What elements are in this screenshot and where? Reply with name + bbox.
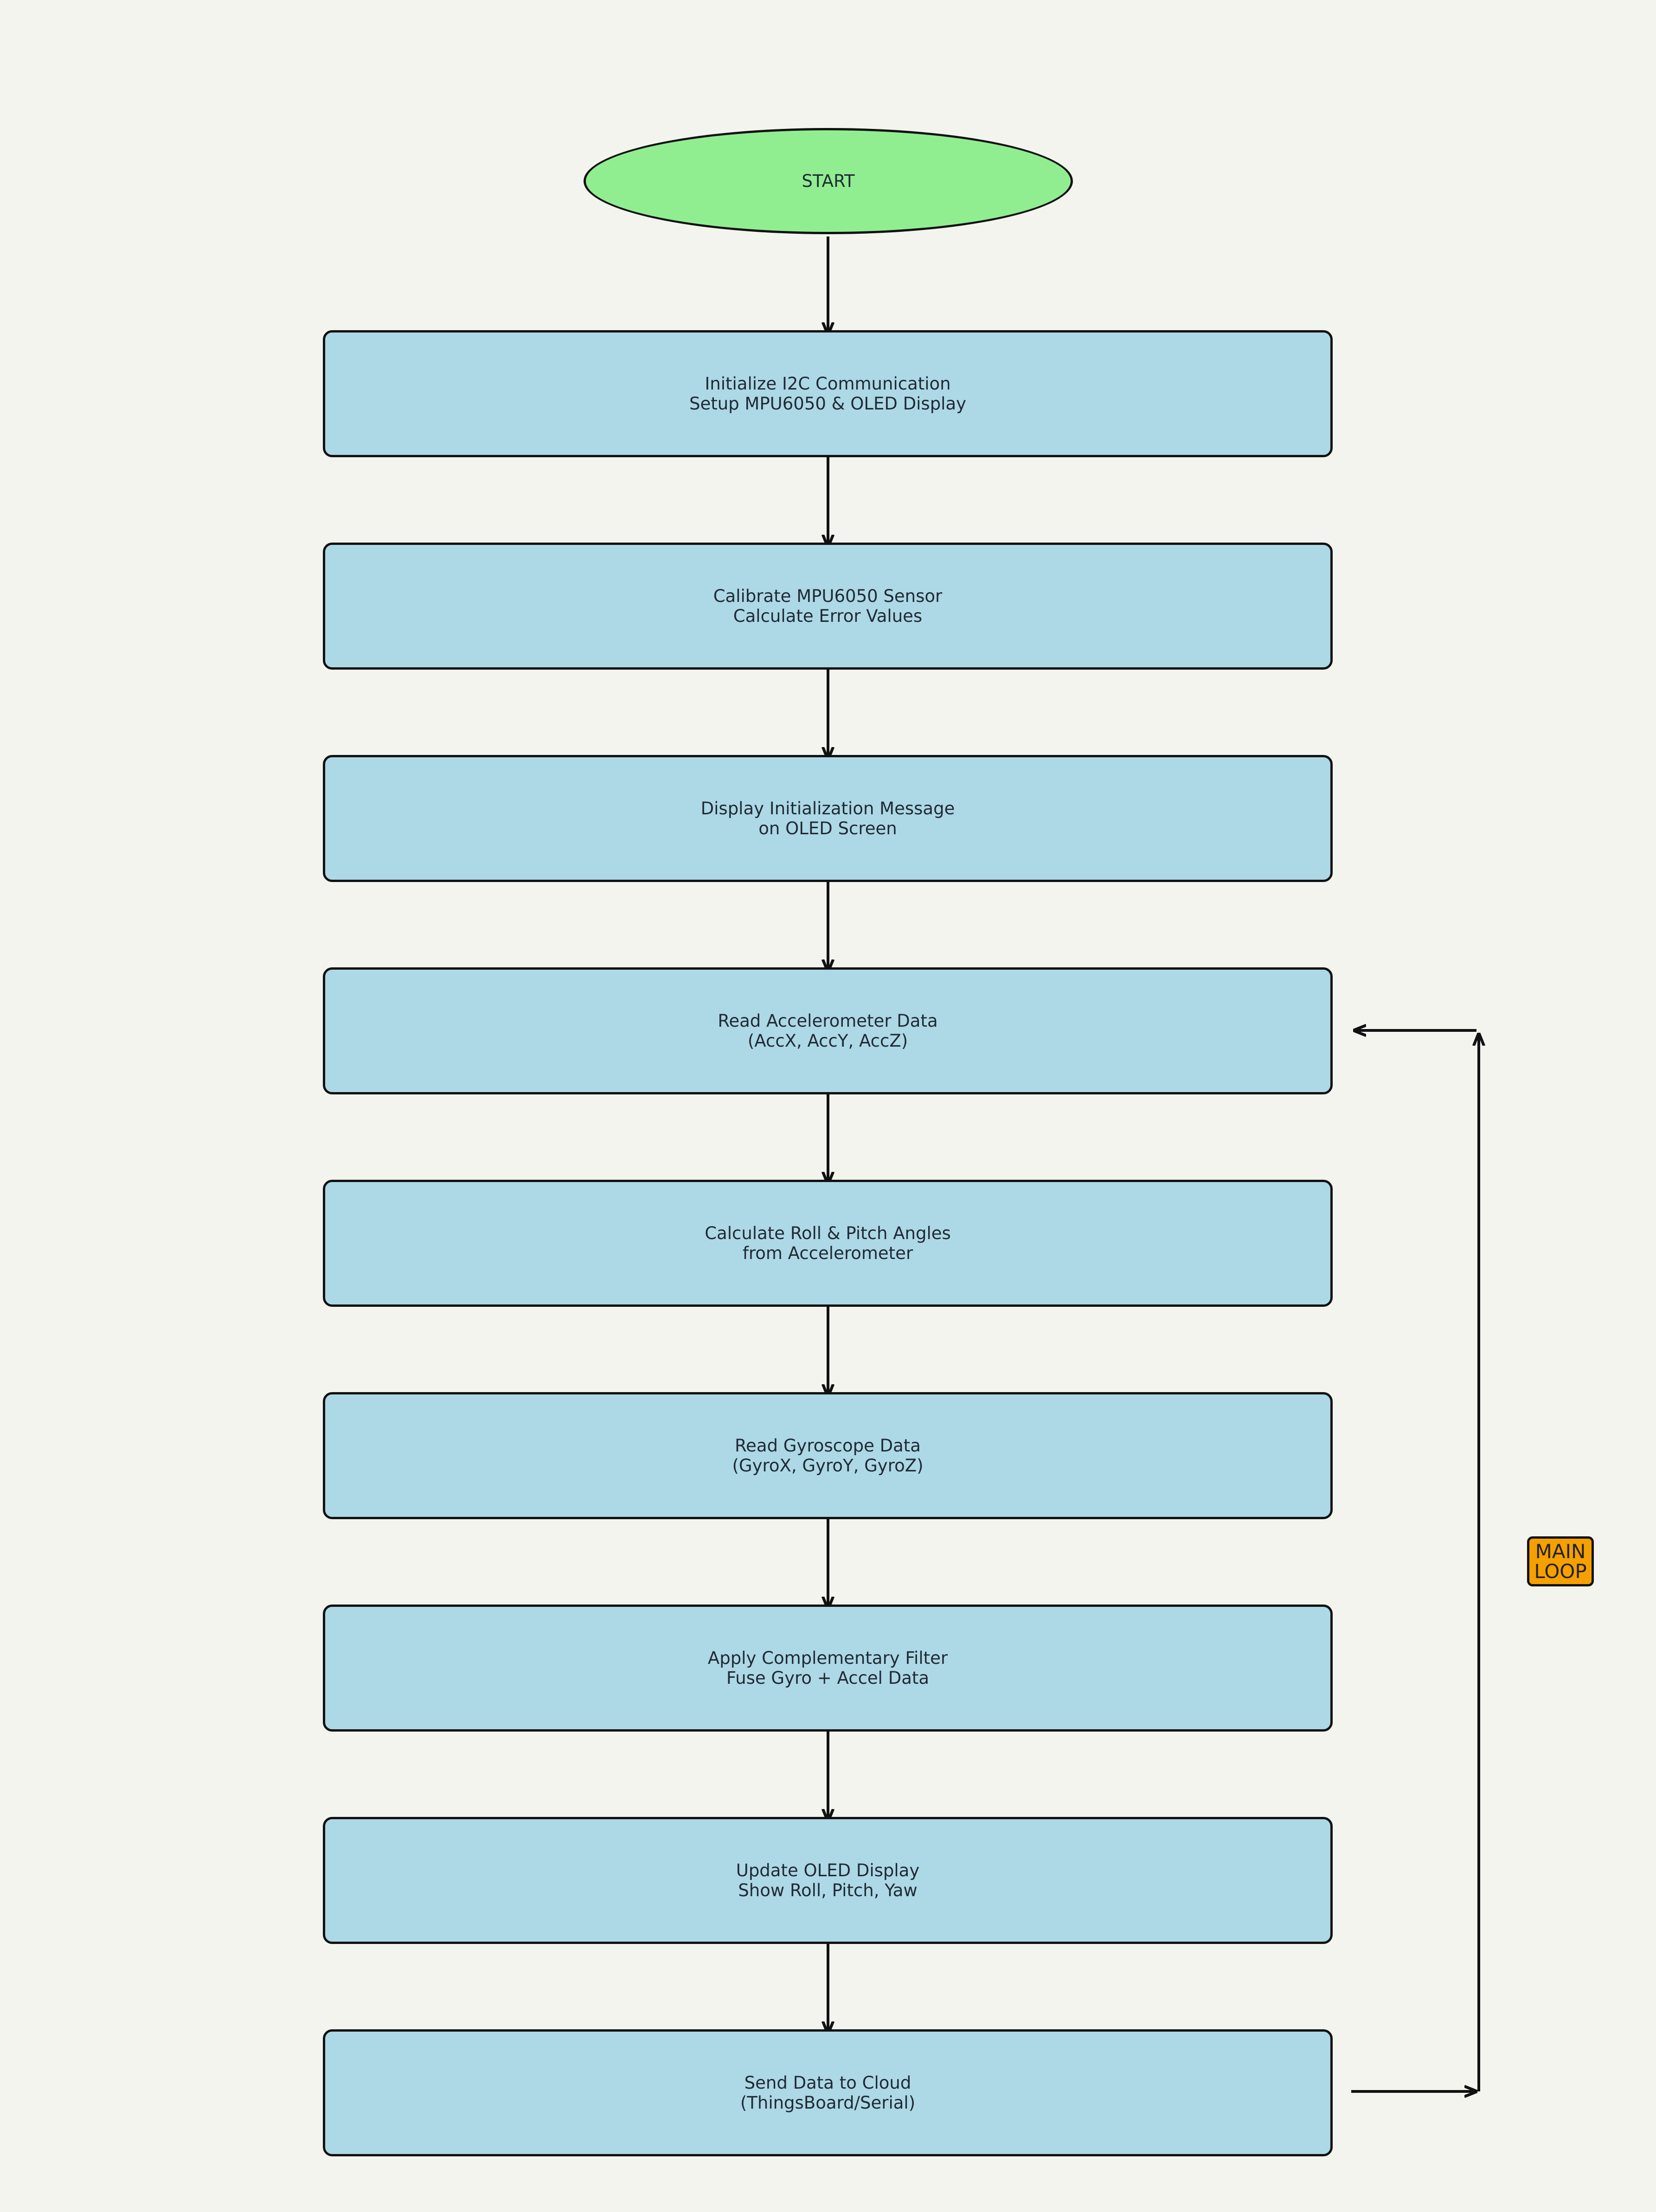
step-label-line-2: Fuse Gyro + Accel Data	[726, 1668, 930, 1688]
step-label-line-2: from Accelerometer	[742, 1243, 913, 1263]
start-terminal: START	[584, 128, 1073, 234]
step-read-gyroscope: Read Gyroscope Data (GyroX, GyroY, GyroZ…	[323, 1392, 1333, 1519]
step-label-line-1: Calculate Roll & Pitch Angles	[705, 1223, 951, 1243]
step-display-init-message: Display Initialization Message on OLED S…	[323, 755, 1333, 882]
step-label-line-2: (ThingsBoard/Serial)	[740, 2093, 916, 2113]
step-label-line-1: Read Accelerometer Data	[718, 1011, 938, 1031]
step-label-line-2: on OLED Screen	[758, 818, 897, 838]
step-label-line-2: Setup MPU6050 & OLED Display	[689, 394, 967, 414]
start-label: START	[802, 171, 855, 191]
loop-label-line-2: LOOP	[1534, 1560, 1587, 1583]
step-label-line-1: Update OLED Display	[736, 1860, 920, 1880]
loop-label-line-1: MAIN	[1535, 1540, 1586, 1563]
step-label-line-1: Display Initialization Message	[700, 799, 955, 818]
main-loop-badge: MAIN LOOP	[1527, 1536, 1594, 1586]
step-label-line-1: Send Data to Cloud	[744, 2073, 911, 2093]
step-complementary-filter: Apply Complementary Filter Fuse Gyro + A…	[323, 1605, 1333, 1732]
step-label-line-2: (GyroX, GyroY, GyroZ)	[732, 1456, 924, 1476]
step-label-line-1: Initialize I2C Communication	[705, 374, 951, 394]
step-update-oled: Update OLED Display Show Roll, Pitch, Ya…	[323, 1817, 1333, 1944]
step-label-line-2: Calculate Error Values	[733, 606, 923, 626]
step-label-line-1: Read Gyroscope Data	[735, 1436, 921, 1456]
step-label-line-1: Apply Complementary Filter	[707, 1648, 948, 1668]
step-calculate-roll-pitch: Calculate Roll & Pitch Angles from Accel…	[323, 1180, 1333, 1307]
step-send-to-cloud: Send Data to Cloud (ThingsBoard/Serial)	[323, 2029, 1333, 2156]
step-label-line-2: Show Roll, Pitch, Yaw	[738, 1880, 918, 1900]
step-calibrate-sensor: Calibrate MPU6050 Sensor Calculate Error…	[323, 543, 1333, 670]
step-label-line-2: (AccX, AccY, AccZ)	[747, 1031, 908, 1051]
step-init-i2c: Initialize I2C Communication Setup MPU60…	[323, 330, 1333, 457]
step-label-line-1: Calibrate MPU6050 Sensor	[713, 586, 943, 606]
step-read-accelerometer: Read Accelerometer Data (AccX, AccY, Acc…	[323, 967, 1333, 1094]
